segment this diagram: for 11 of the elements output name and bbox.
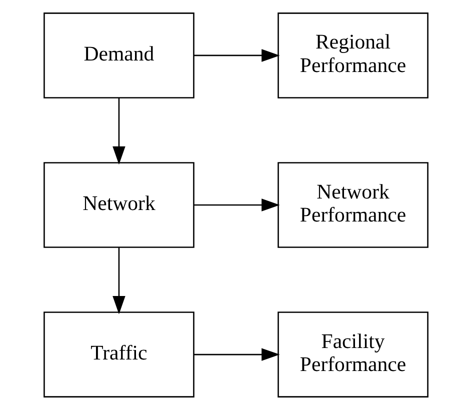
node-box: Regional Performance: [278, 12, 428, 98]
arrow: [194, 198, 280, 212]
arrow: [112, 98, 126, 165]
arrow: [194, 348, 280, 361]
arrow: [194, 49, 280, 62]
node-box: Facility Performance: [278, 312, 428, 398]
arrow: [112, 248, 126, 314]
node-box: Traffic: [44, 312, 194, 398]
node-box: Demand: [44, 12, 194, 98]
node-box: Network: [44, 162, 194, 248]
node-box: Network Performance: [278, 162, 428, 248]
